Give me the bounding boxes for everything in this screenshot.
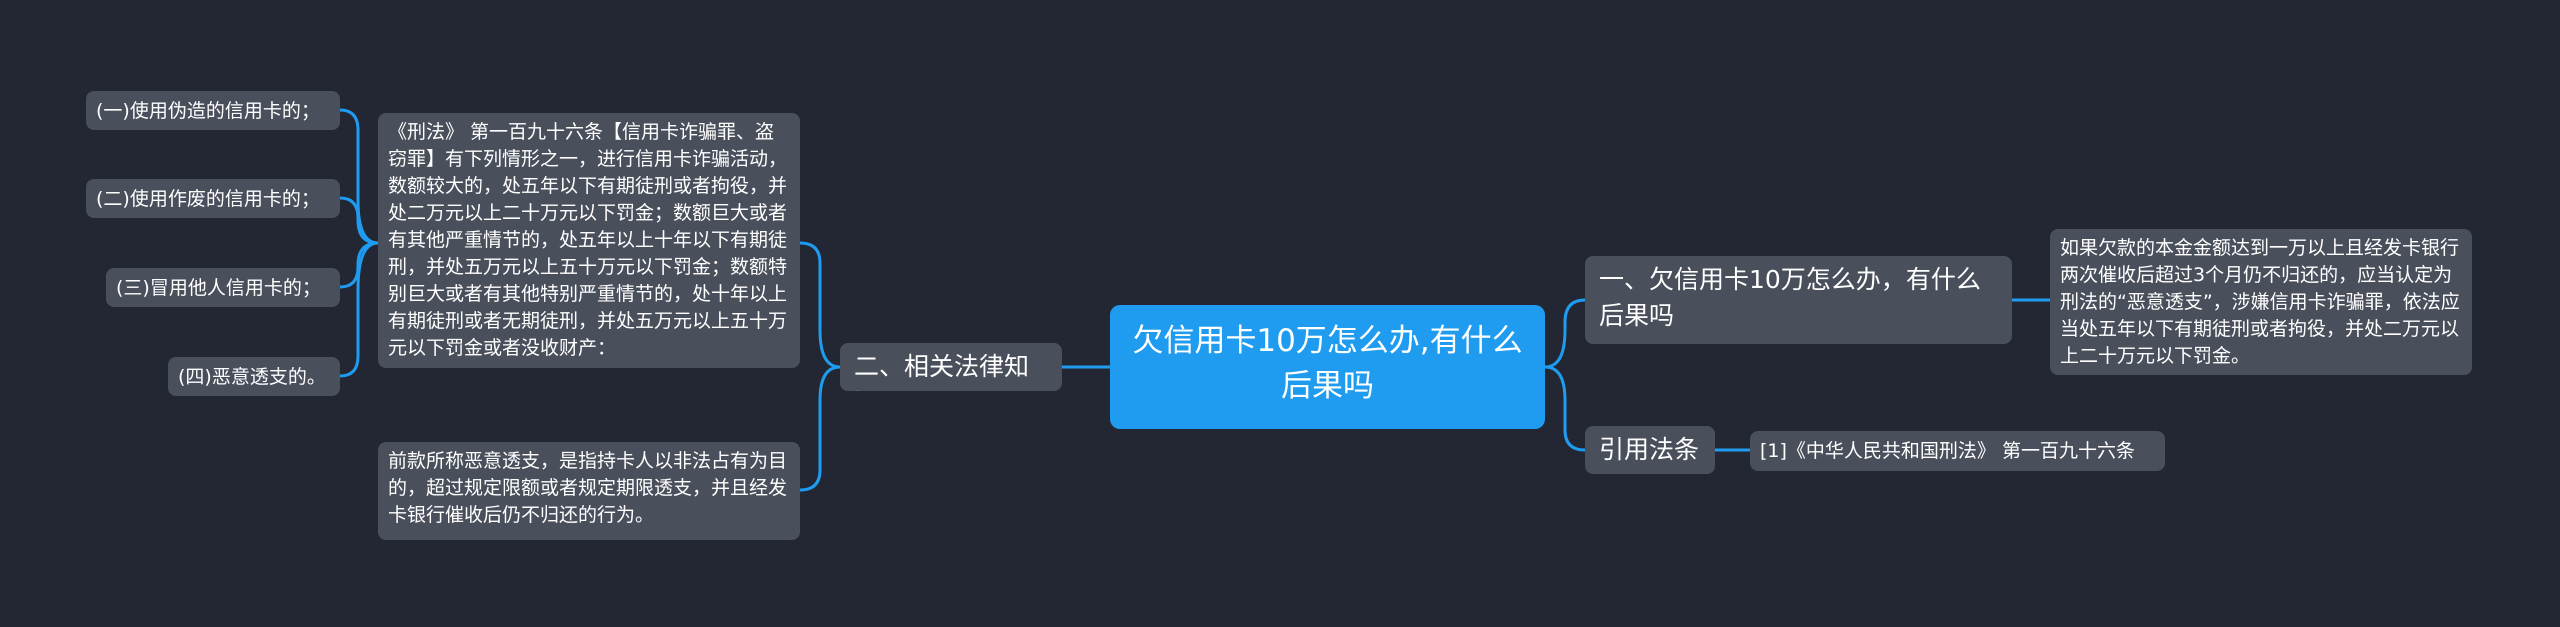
connector-article-to-item-2 <box>338 196 380 245</box>
consequences-detail[interactable]: 如果欠款的本金金额达到一万以上且经发卡银行两次催收后超过3个月仍不归还的，应当认… <box>2050 229 2472 375</box>
malicious-overdraft-definition[interactable]: 前款所称恶意透支，是指持卡人以非法占有为目的，超过规定限额或者规定期限透支，并且… <box>378 442 800 540</box>
connector-legal-to-article <box>798 241 842 369</box>
root-topic[interactable]: 欠信用卡10万怎么办,有什么后果吗 <box>1110 305 1545 429</box>
list-item-malicious-overdraft[interactable]: (四)恶意透支的。 <box>168 357 340 396</box>
root-topic-label: 欠信用卡10万怎么办,有什么后果吗 <box>1132 323 1523 404</box>
branch-legal-knowledge-label: 二、相关法律知识 <box>854 352 1030 391</box>
list-item-forged-card[interactable]: (一)使用伪造的信用卡的； <box>86 91 340 130</box>
connector-root-to-consequences <box>1543 298 1587 369</box>
branch-cited-law-label: 引用法条 <box>1599 435 1700 464</box>
list-item-impersonated-card[interactable]: (三)冒用他人信用卡的； <box>106 268 340 307</box>
list-item-label: (一)使用伪造的信用卡的； <box>96 100 320 122</box>
list-item-label: (二)使用作废的信用卡的； <box>96 188 320 210</box>
criminal-law-article-text: 《刑法》 第一百九十六条【信用卡诈骗罪、盗窃罪】有下列情形之一，进行信用卡诈骗活… <box>388 121 788 359</box>
consequences-detail-text: 如果欠款的本金金额达到一万以上且经发卡银行两次催收后超过3个月仍不归还的，应当认… <box>2060 237 2460 367</box>
connector-article-to-item-4 <box>338 241 380 378</box>
branch-consequences-label: 一、欠信用卡10万怎么办，有什么后果吗 <box>1599 265 1981 330</box>
cited-law-reference-text: [1]《中华人民共和国刑法》 第一百九十六条 <box>1760 440 2135 462</box>
list-item-label: (四)恶意透支的。 <box>178 366 326 388</box>
branch-cited-law[interactable]: 引用法条 <box>1585 426 1715 474</box>
connector-article-to-item-1 <box>338 108 380 245</box>
connector-root-to-citation <box>1543 365 1587 452</box>
list-item-invalid-card[interactable]: (二)使用作废的信用卡的； <box>86 179 340 218</box>
list-item-label: (三)冒用他人信用卡的； <box>116 277 321 299</box>
branch-consequences[interactable]: 一、欠信用卡10万怎么办，有什么后果吗 <box>1585 256 2012 344</box>
branch-legal-knowledge[interactable]: 二、相关法律知识 <box>840 343 1062 391</box>
criminal-law-article-196[interactable]: 《刑法》 第一百九十六条【信用卡诈骗罪、盗窃罪】有下列情形之一，进行信用卡诈骗活… <box>378 113 800 368</box>
connector-legal-to-definition <box>798 365 842 492</box>
cited-law-reference[interactable]: [1]《中华人民共和国刑法》 第一百九十六条 <box>1750 431 2165 471</box>
malicious-overdraft-definition-text: 前款所称恶意透支，是指持卡人以非法占有为目的，超过规定限额或者规定期限透支，并且… <box>388 450 788 526</box>
connector-article-to-item-3 <box>338 241 380 289</box>
